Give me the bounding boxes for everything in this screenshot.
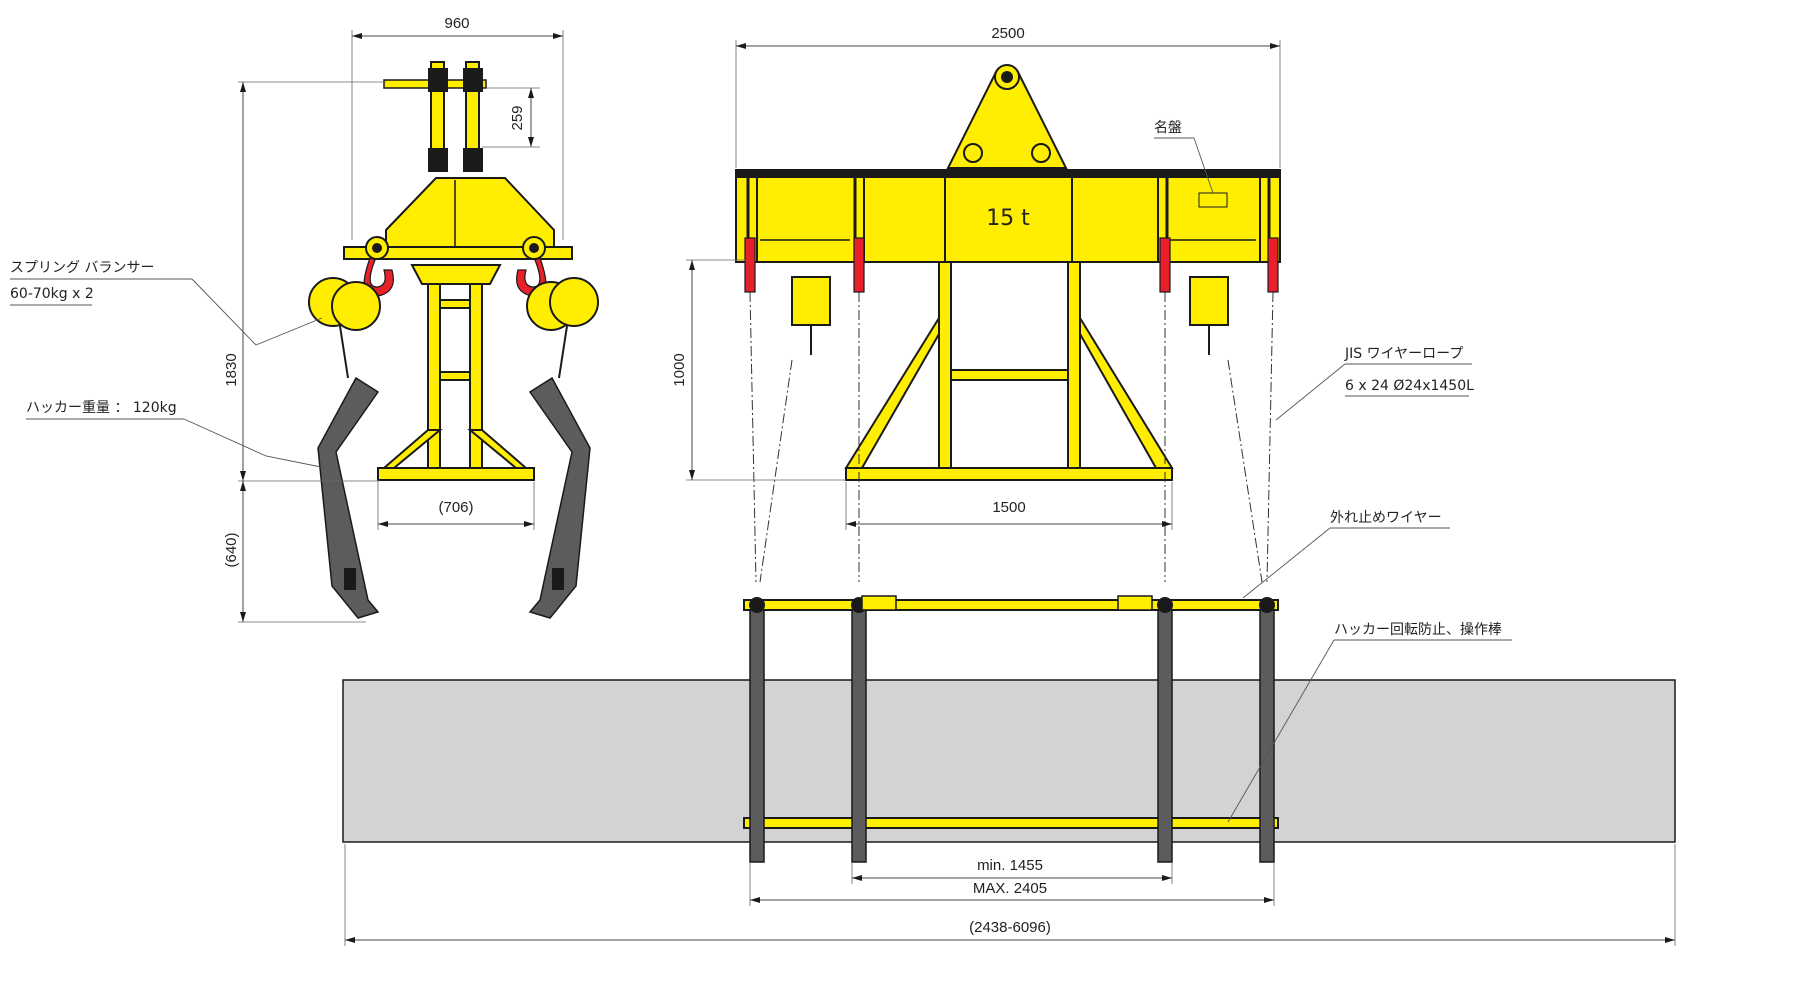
- dim-1500-label: 1500: [992, 499, 1025, 516]
- dim-259-label: 259: [509, 105, 526, 130]
- spring-balancer-spec: 60-70kg x 2: [10, 286, 94, 302]
- spring-balancer-title: スプリング バランサー: [10, 260, 154, 276]
- side-view: 960 259 1830 (640) (706) スプリング バランサー 60-…: [10, 15, 599, 623]
- dim-min-label: min. 1455: [977, 857, 1043, 874]
- capacity-label: 15 t: [986, 206, 1030, 231]
- load-block: [342, 679, 1676, 843]
- dim-2500-label: 2500: [991, 25, 1024, 42]
- dim-706-label: (706): [438, 499, 473, 516]
- dim-1830-label: 1830: [223, 353, 240, 386]
- front-view: 15 t: [344, 25, 1676, 946]
- retain-wire-label: 外れ止めワイヤー: [1330, 510, 1442, 526]
- rotation-stop-label: ハッカー回転防止、操作棒: [1334, 622, 1502, 638]
- dim-total-label: (2438-6096): [969, 919, 1051, 936]
- dim-max-label: MAX. 2405: [973, 880, 1047, 897]
- hooker-weight-label: ハッカー重量 ： 120kg: [26, 400, 177, 416]
- dim-1000-label: 1000: [671, 353, 688, 386]
- wire-rope-title: JIS ワイヤーロープ: [1344, 346, 1463, 362]
- wire-rope-spec: 6 x 24 Ø24x1450L: [1345, 378, 1474, 394]
- nameplate-label: 名盤: [1154, 120, 1182, 136]
- dim-640-label: (640): [223, 532, 240, 567]
- nameplate: [1198, 192, 1228, 208]
- dim-960-label: 960: [444, 15, 469, 32]
